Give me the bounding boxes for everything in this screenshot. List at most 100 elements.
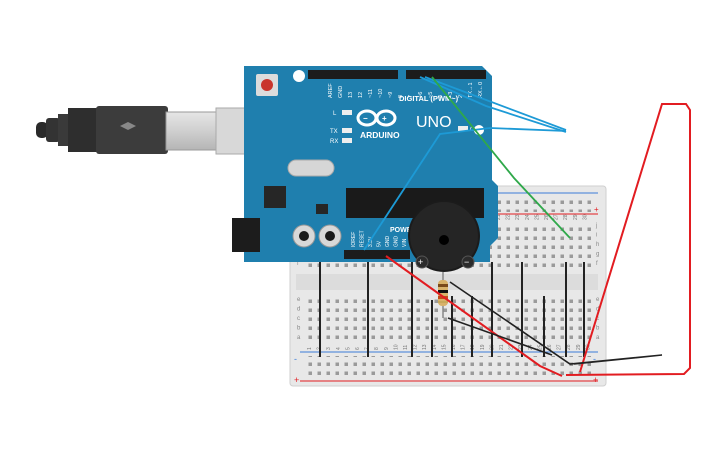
column-number: 19 (480, 344, 486, 350)
pin-label: RX←0 (478, 82, 484, 98)
row-letter: g (596, 252, 599, 258)
bottom-rail-plus-label-right: + (593, 375, 598, 385)
row-letter: j (595, 223, 597, 229)
pin-label: ~10 (378, 89, 384, 98)
column-number: 17 (461, 344, 467, 350)
wire-green[interactable] (431, 76, 571, 239)
breadboard-jumper-wires[interactable] (319, 262, 585, 357)
row-letter: c (596, 316, 599, 322)
piezo-buzzer[interactable]: + − (408, 200, 480, 272)
column-number: 22 (509, 344, 515, 350)
svg-text:+: + (382, 114, 387, 123)
column-number: 21 (499, 344, 505, 350)
column-number: 11 (403, 345, 409, 350)
row-letter: b (297, 326, 301, 332)
wire-black-gnd[interactable] (449, 281, 663, 365)
power-pin-label: RESET (360, 230, 366, 247)
crystal-oscillator (287, 159, 335, 177)
usb-cable[interactable] (36, 106, 251, 155)
bottom-rail-plus-label: + (294, 375, 299, 385)
led-l-label: L (333, 111, 337, 117)
row-letter: d (596, 307, 599, 313)
column-number: 10 (393, 344, 399, 350)
column-number: 21 (496, 214, 502, 220)
pin-label: TX→1 (468, 82, 474, 98)
power-jack[interactable] (232, 218, 260, 252)
led-tx-label: TX (330, 129, 338, 135)
arduino-wordmark: ARDUINO (360, 130, 400, 140)
mounting-hole (293, 70, 305, 82)
power-pin-label: GND (385, 236, 391, 248)
column-number: 13 (422, 344, 428, 350)
column-number: 27 (557, 344, 563, 350)
header-digital (406, 70, 486, 79)
pin-label: ~11 (368, 89, 374, 98)
buzzer-minus-label: − (464, 257, 469, 267)
row-letter: b (596, 326, 600, 332)
buzzer-plus-label: + (418, 257, 423, 267)
top-rail-plus-label-right: + (594, 205, 599, 214)
column-number: 9 (384, 347, 390, 350)
wire-blue-3[interactable] (363, 127, 567, 251)
wire-blue-1[interactable] (419, 76, 567, 133)
power-pin-label: VIN (402, 238, 408, 247)
row-letter: c (297, 316, 300, 322)
row-letter: a (297, 335, 301, 341)
wire-black-gnd-2[interactable] (447, 317, 553, 356)
column-number: 27 (554, 214, 560, 220)
column-number: 24 (525, 214, 531, 220)
column-number: 16 (451, 344, 457, 350)
column-number: 4 (336, 347, 342, 350)
small-chip (316, 204, 328, 214)
pin-label: ~6 (418, 92, 424, 98)
power-pin-label: 5V (377, 240, 383, 247)
column-number: 8 (374, 347, 380, 350)
pin-label: 2 (458, 95, 464, 98)
pin-label: GND (338, 86, 344, 98)
pin-label: 13 (348, 92, 354, 98)
power-pin-label: GND (394, 236, 400, 248)
column-number: 12 (413, 344, 419, 350)
row-letter: a (596, 335, 600, 341)
bottom-rail-minus-label: - (294, 354, 297, 364)
pin-label: 4 (438, 95, 444, 98)
row-letter: f (596, 261, 598, 267)
row-letter: e (297, 297, 301, 303)
usb-icon (120, 122, 136, 130)
row-letter: i (596, 233, 597, 239)
column-number: 25 (537, 344, 543, 350)
regulator-chip (264, 186, 286, 208)
column-number: 26 (547, 344, 553, 350)
column-number: 30 (582, 214, 588, 220)
power-pin-label: IOREF (351, 232, 357, 247)
arduino-logo: − + (356, 109, 397, 127)
column-number: 1 (307, 347, 313, 350)
pin-label: 8 (398, 95, 404, 98)
pin-label: ~9 (388, 92, 394, 98)
row-letter: e (596, 297, 600, 303)
column-number: 25 (534, 214, 540, 220)
row-letter: h (596, 242, 599, 248)
wire-red-long[interactable] (565, 103, 691, 376)
digital-label: DIGITAL (PWM~) (399, 94, 459, 103)
column-number: 29 (573, 214, 579, 220)
uno-wordmark: UNO (416, 114, 452, 131)
led-rx (342, 138, 352, 143)
power-pin-label: 3.3V (368, 236, 374, 247)
wire-red-power[interactable] (385, 255, 563, 377)
header-analog-side (308, 70, 398, 79)
bottom-rail-minus-label-right: - (593, 354, 596, 364)
column-number: 14 (432, 344, 438, 350)
svg-text:−: − (363, 114, 368, 123)
column-number: 22 (506, 214, 512, 220)
column-number: 3 (326, 347, 332, 350)
column-number: 23 (515, 214, 521, 220)
column-number: 28 (563, 214, 569, 220)
pin-label: ~3 (448, 92, 454, 98)
column-number: 15 (441, 344, 447, 350)
row-letter: d (297, 307, 300, 313)
wire-blue-2[interactable] (424, 76, 567, 131)
